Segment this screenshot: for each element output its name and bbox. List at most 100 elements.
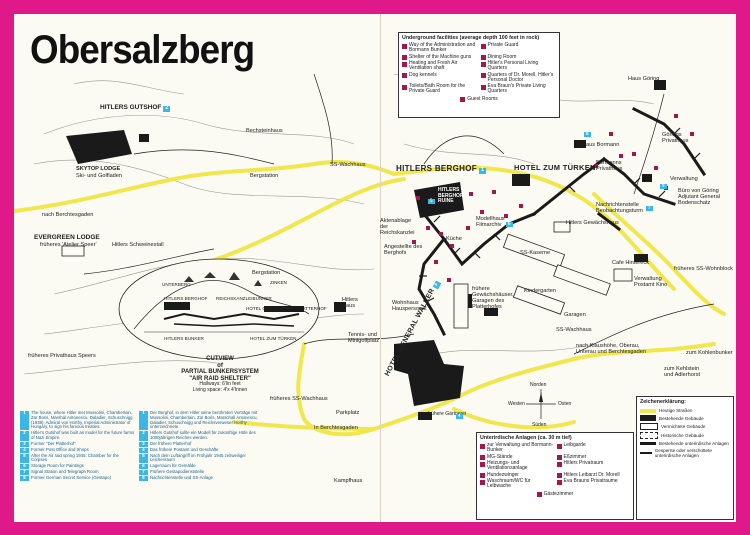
unterirdische-item: Heizungs- und Ventilationsanlage: [480, 460, 554, 472]
building-postamt: [634, 254, 648, 262]
underground-swatch: [640, 442, 656, 445]
underground-heading: Underground facilities (average depth 10…: [402, 35, 540, 41]
legend-key-box: Zeichenerklärung: Heutige Straßen Besteh…: [636, 396, 734, 520]
badge-hintereck: 8: [584, 132, 591, 137]
paths: [83, 73, 715, 355]
bunker-marker-icon: [480, 61, 486, 67]
legend-key-heading: Zeichenerklärung:: [640, 399, 686, 405]
legend-number: 4: [139, 447, 148, 453]
legend-number: 3: [139, 441, 148, 447]
underground-item: Heating and Fresh Air Ventilation shaft: [402, 60, 478, 72]
underground-list: Way of the Administration and Bormann Bu…: [399, 42, 559, 97]
destroyed-building-swatch: [640, 423, 658, 430]
badge-zum-tuerken: 5: [428, 199, 435, 204]
badge-goering: 6: [506, 222, 513, 227]
hitlers-gewaechshaus: [553, 221, 571, 233]
label-frueheres-speer: früheres 'Atelier Speer': [40, 242, 97, 248]
legend-number: 1: [139, 410, 148, 431]
building-hilters-haus: [334, 302, 346, 312]
legend-text: Der Berghof, in dem Hitler seine berühmt…: [150, 410, 258, 430]
bunker-markers: [412, 114, 694, 282]
bunker-marker-icon: [480, 55, 486, 60]
underground-item: Way of the Administration and Bormann Bu…: [402, 42, 478, 54]
unterirdische-anlagen-box: Unterirdische Anlagen (ca. 30 m tief) zu…: [476, 432, 634, 520]
building-gutshof-2: [139, 134, 149, 142]
badge-kehlstein: 4: [456, 414, 463, 419]
legend-number: 8: [20, 475, 29, 481]
compass-rose: [526, 389, 556, 419]
label-frueheres-ss-wachhaus: früheres SS-Wachhaus: [270, 396, 328, 402]
legend-text: After the Air raid spring 1945: Chamber …: [31, 452, 119, 463]
legend-number: 6: [20, 463, 29, 469]
label-wohnhaus: Wohnhaus Hauspersonal: [392, 300, 427, 313]
compass-east: Osten: [558, 401, 572, 407]
underground-item: Shelter of the Machine guns: [402, 54, 478, 60]
label-zum-kehlstein: zum Kehlstein und Adlerhorst: [664, 366, 701, 379]
label-kampfhaus: Kampfhaus: [334, 478, 363, 484]
label-hitlers-haus: Hitlers Haus: [342, 297, 358, 310]
legend-number: 4: [20, 447, 29, 453]
label-haus-bormann: Haus Bormann: [582, 142, 620, 148]
label-skytop-lodge: SKYTOP LODGE: [76, 166, 121, 172]
inset-label-zinken: ZINKEN: [270, 280, 287, 285]
bunker-marker-icon: [402, 55, 407, 60]
bunker-marker-icon: [480, 461, 485, 467]
building-haus-bormann: [574, 140, 586, 148]
outlined-buildings: [61, 221, 633, 329]
bunker-marker-icon: [480, 479, 485, 485]
fruehere-gewaechshaeuser: [453, 283, 469, 329]
label-ss-wachhaus-mid: SS-Wachhaus: [556, 327, 592, 333]
underground-item: Hitler's Personal Living Quarters: [480, 60, 557, 72]
buildings: [66, 80, 666, 420]
bunker-marker-icon: [402, 43, 407, 49]
page-fold: [380, 14, 381, 522]
bunker-marker-icon: [480, 443, 485, 449]
underground-item: Eva Braun's Private Living Quarters: [480, 83, 557, 95]
legend-number: 3: [20, 441, 29, 447]
label-aktenablage: Aktenablage der Reichskanzlei: [380, 218, 415, 237]
underground-last: Guest Rooms: [399, 96, 559, 102]
building-skytop: [66, 130, 132, 164]
unterirdische-item: Hitlers Privatraum: [556, 460, 631, 472]
bunker-marker-icon: [556, 461, 562, 467]
legend-key-destroyed: Vermichtete Gebäude: [637, 422, 733, 431]
legend-text: Hitlers Gutshof sollte ein Modell für zu…: [150, 430, 256, 441]
legend-text: Former German Secret Service (Gestapo): [31, 474, 111, 480]
bunker-marker-icon: [556, 443, 562, 449]
bunker-marker-icon: [480, 84, 486, 90]
legend-number: 5: [139, 453, 148, 464]
badge-bormann: 7: [646, 206, 653, 211]
label-ss-wohnblock: früheres SS-Wohnblock: [674, 266, 733, 272]
legend-text: Former Post Office and Shops: [31, 446, 89, 452]
building-kampfhaus-1: [418, 412, 432, 420]
bunker-marker-icon: [556, 479, 562, 485]
underground-item: Dining Room: [480, 54, 557, 60]
label-haus-goering: Haus Göring: [628, 76, 660, 82]
legend-text: The house, where Hitler met Mussolini, C…: [31, 410, 133, 430]
underground-item: Quarters of Dr. Morell, Hitler's Persona…: [480, 72, 557, 84]
blocked-swatch: [640, 452, 652, 454]
tunnel-ticks: [419, 127, 701, 303]
legend-number: 6: [139, 463, 148, 469]
building-tuerken: [512, 174, 530, 186]
unterirdische-item: Eßzimmer: [556, 454, 631, 460]
unterirdische-item: zur Verwaltung und Bormann-Bunker: [480, 442, 554, 454]
badge-2: 2: [163, 105, 171, 112]
legend-key-historic: Historische Gebäude: [637, 431, 733, 440]
bunker-marker-icon: [480, 455, 485, 460]
label-kindergarten: Kindergarten: [524, 288, 557, 294]
label-buero-goering: Büro von Göring Adjutant General Bodensc…: [678, 188, 720, 207]
cafe-hintereck: [613, 268, 633, 282]
unterirdische-item: Hundezwinger: [480, 472, 554, 478]
label-verwaltung: Verwaltung: [670, 176, 698, 182]
inset-label-hitlers-bunker: HITLERS BUNKER: [164, 336, 204, 341]
legend-key-existing: Bestehende Gebäude: [637, 414, 733, 422]
garagen-block: [553, 264, 611, 296]
